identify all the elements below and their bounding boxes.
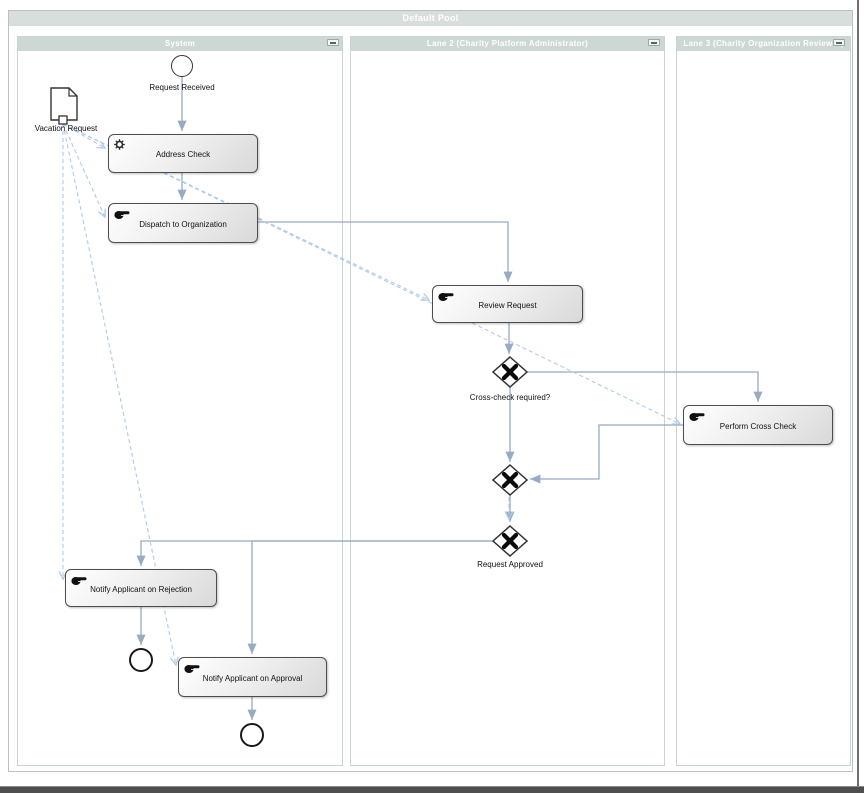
association-flow-data_object-to-dispatch[interactable] bbox=[62, 123, 105, 217]
x-gateway-icon bbox=[501, 363, 519, 381]
lane-2-charity-platform-administrator: Lane 2 (Charity Platform Administrator) bbox=[350, 36, 665, 766]
collapse-icon[interactable] bbox=[648, 39, 660, 46]
task-label: Address Check bbox=[155, 150, 211, 159]
gateway-merge[interactable] bbox=[491, 463, 529, 497]
data-object-label: Vacation Request bbox=[34, 124, 98, 133]
gateway-label: Request Approved bbox=[477, 560, 543, 569]
lane-system: System bbox=[17, 36, 343, 766]
start-event-label: Request Received bbox=[149, 83, 215, 92]
task-label: Review Request bbox=[478, 300, 537, 310]
collapse-icon[interactable] bbox=[833, 39, 845, 46]
sequence-flow-gateway_approved-to-notify_rejection[interactable] bbox=[136, 540, 492, 566]
gear-icon bbox=[114, 138, 127, 156]
start-event[interactable] bbox=[171, 55, 193, 77]
task-perform-cross-check[interactable]: Perform Cross Check bbox=[683, 405, 833, 445]
hand-icon bbox=[689, 409, 705, 427]
gateway-label: Cross-check required? bbox=[469, 393, 551, 402]
window-right-edge bbox=[857, 0, 859, 787]
pool-header[interactable]: Default Pool bbox=[9, 11, 852, 26]
association-flow-data_object-to-perform_cross_check[interactable] bbox=[62, 123, 680, 424]
lane-3-charity-organization-reviewer: Lane 3 (Charity Organization Reviewer) bbox=[676, 36, 851, 766]
task-dispatch-to-organization[interactable]: Dispatch to Organization bbox=[108, 203, 258, 243]
hand-icon bbox=[438, 289, 454, 307]
task-label: Notify Applicant on Approval bbox=[202, 673, 303, 683]
sequence-flow-gateway_crosscheck-to-perform_cross_check[interactable] bbox=[527, 371, 763, 402]
task-label: Perform Cross Check bbox=[719, 421, 797, 431]
hand-icon bbox=[114, 207, 130, 225]
x-gateway-icon bbox=[501, 532, 519, 550]
task-label: Dispatch to Organization bbox=[139, 219, 227, 229]
task-notify-applicant-on-rejection[interactable]: Notify Applicant on Rejection bbox=[65, 569, 217, 607]
hand-icon bbox=[71, 573, 87, 591]
end-event-approval[interactable] bbox=[240, 723, 264, 747]
sequence-flow-dispatch-to-review_request[interactable] bbox=[258, 221, 513, 282]
lane-system-header[interactable]: System bbox=[18, 37, 342, 51]
task-label: Notify Applicant on Rejection bbox=[90, 584, 192, 594]
gateway-cross-check-required[interactable] bbox=[491, 355, 529, 389]
sequence-flow-gateway_approved-to-notify_approval[interactable] bbox=[247, 540, 492, 654]
lane-3-header[interactable]: Lane 3 (Charity Organization Reviewer) bbox=[677, 37, 850, 51]
data-object-vacation-request[interactable] bbox=[50, 87, 78, 125]
x-gateway-icon bbox=[501, 471, 519, 489]
task-notify-applicant-on-approval[interactable]: Notify Applicant on Approval bbox=[178, 657, 327, 697]
collapse-icon[interactable] bbox=[327, 39, 339, 46]
sequence-flow-perform_cross_check-to-gateway_merge[interactable] bbox=[530, 424, 683, 484]
end-event-rejection[interactable] bbox=[129, 648, 153, 672]
gateway-request-approved[interactable] bbox=[491, 524, 529, 558]
data-marker-icon bbox=[58, 115, 68, 125]
hand-icon bbox=[184, 661, 200, 679]
window-bottom-bar bbox=[0, 786, 864, 793]
task-review-request[interactable]: Review Request bbox=[432, 285, 583, 323]
task-address-check[interactable]: Address Check bbox=[108, 134, 258, 173]
lane-2-header[interactable]: Lane 2 (Charity Platform Administrator) bbox=[351, 37, 664, 51]
association-flow-data_object-to-notify_approval[interactable] bbox=[62, 123, 176, 665]
